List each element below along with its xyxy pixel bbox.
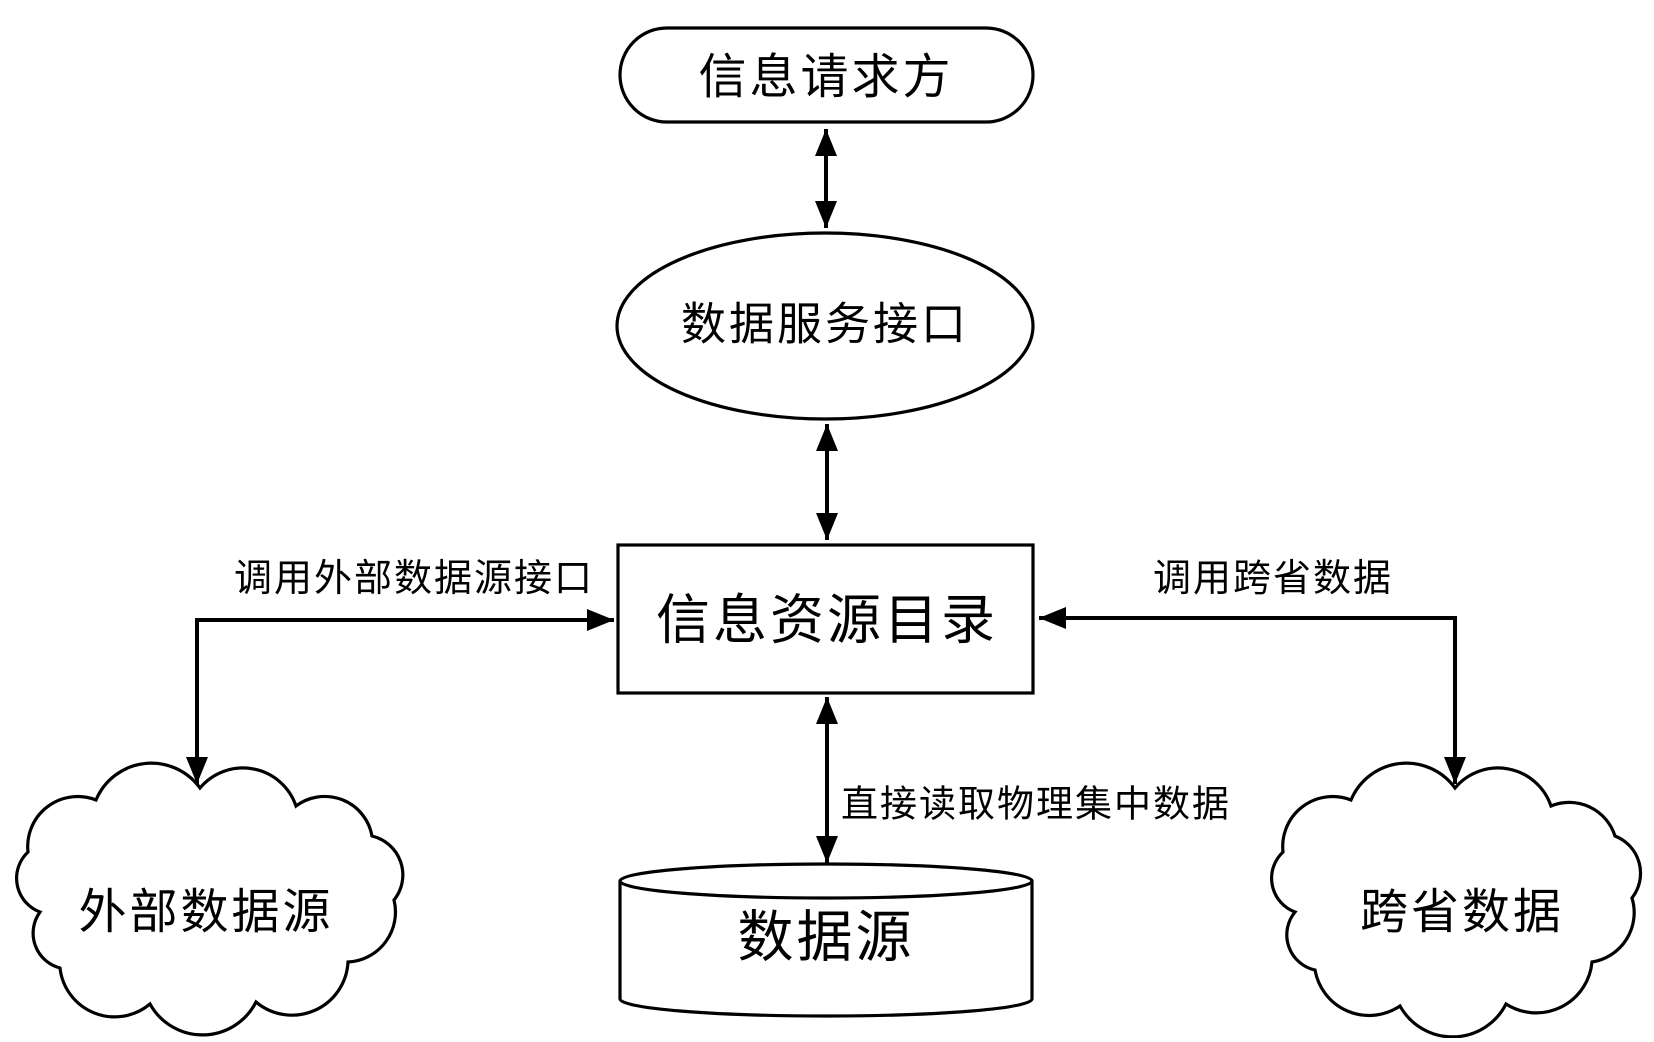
node-cross-province: 跨省数据 [1270,761,1643,1039]
cloud-shape [1270,761,1643,1039]
edge-label-call-external-source: 调用外部数据源接口 [234,556,594,600]
cloud-shape [15,761,405,1037]
rectangle-shape [616,543,1035,695]
stadium-shape [618,26,1035,124]
cylinder-top [618,862,1034,900]
edge-label-call-cross-province: 调用跨省数据 [1153,556,1393,600]
ellipse-shape [615,231,1035,421]
edge-catalog-crossprovince [1039,607,1466,784]
edge-catalog-external [186,609,614,784]
node-resource-catalog: 信息资源目录 [616,543,1035,695]
requester-label: 信息请求方 [698,49,953,105]
service-interface-label: 数据服务接口 [681,298,969,351]
node-external-source: 外部数据源 [15,761,405,1037]
node-requester: 信息请求方 [618,26,1035,124]
cylinder-body [618,881,1034,1018]
edge-label-direct-read: 直接读取物理集中数据 [841,783,1231,826]
node-data-source: 数据源 [618,862,1034,1018]
node-service-interface: 数据服务接口 [615,231,1035,421]
resource-catalog-label: 信息资源目录 [656,589,998,652]
data-source-label: 数据源 [738,906,915,971]
cross-province-label: 跨省数据 [1360,884,1564,940]
external-source-label: 外部数据源 [78,884,333,940]
